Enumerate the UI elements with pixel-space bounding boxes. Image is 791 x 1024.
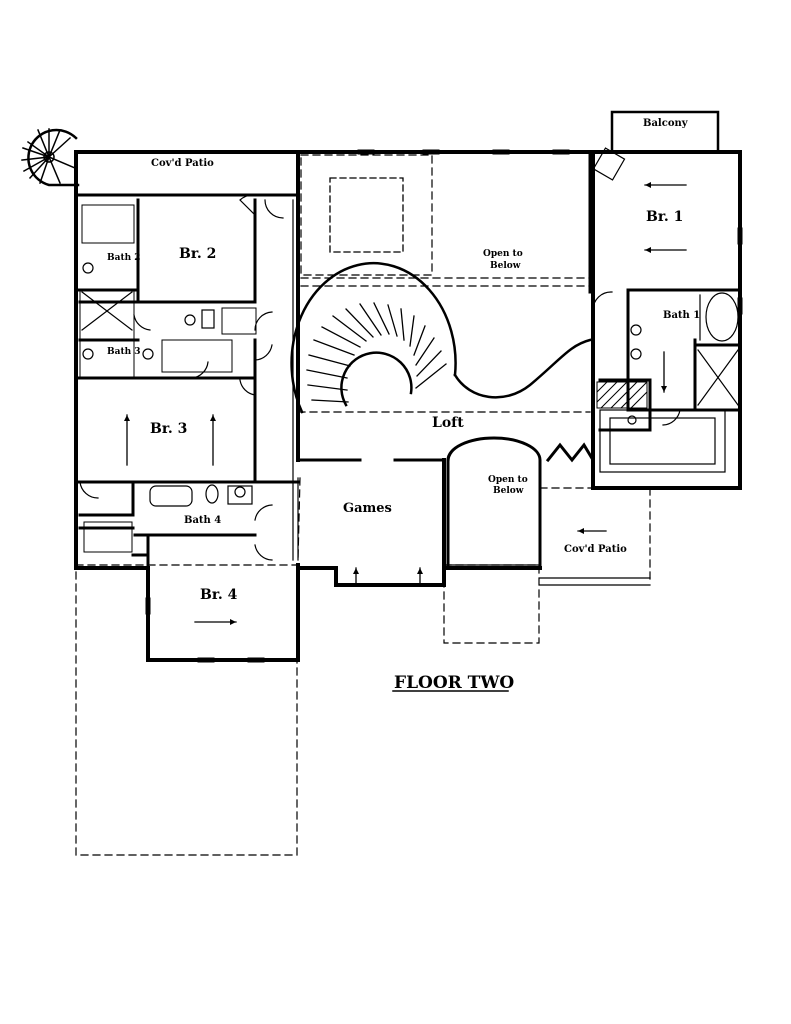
covd-patio-right-label: Cov'd Patio xyxy=(564,544,627,555)
spiral-stair-exterior xyxy=(21,128,80,187)
left-wing-fixtures xyxy=(81,262,253,507)
exterior-walls xyxy=(74,110,742,662)
open-below-2-line2: Below xyxy=(493,486,524,496)
open-to-below-top xyxy=(329,177,404,253)
open-below-1-line1: Open to xyxy=(483,249,523,259)
hatched-closet xyxy=(596,381,648,409)
bath2-label: Bath 2 xyxy=(107,253,141,263)
floor-title: FLOOR TWO xyxy=(394,673,514,693)
room-labels: Balcony Cov'd Patio Br. 1 Br. 2 Br. 3 Br… xyxy=(107,118,700,693)
bath4-label: Bath 4 xyxy=(184,515,221,526)
bath3-label: Bath 3 xyxy=(107,347,141,357)
br2-label: Br. 2 xyxy=(179,246,216,262)
covd-patio-top-label: Cov'd Patio xyxy=(151,158,214,169)
interior-walls-left-wing xyxy=(74,193,300,570)
center-walls xyxy=(296,150,596,570)
curved-stair xyxy=(290,262,592,414)
railings xyxy=(292,199,651,586)
arrow-heads xyxy=(124,182,667,625)
balcony-label: Balcony xyxy=(643,118,689,129)
dashed-outlines xyxy=(75,154,656,856)
br3-label: Br. 3 xyxy=(150,421,187,437)
wall-fills-left xyxy=(79,204,257,553)
bath1-label: Bath 1 xyxy=(663,310,700,321)
window-marks xyxy=(145,149,743,663)
br4-label: Br. 4 xyxy=(200,587,238,603)
br1-label: Br. 1 xyxy=(646,209,683,225)
door-swings xyxy=(79,194,681,561)
stair-treads xyxy=(306,302,447,403)
games-label: Games xyxy=(343,501,392,516)
master-fixtures xyxy=(592,147,739,473)
open-below-1-line2: Below xyxy=(490,261,521,271)
open-below-2-line1: Open to xyxy=(488,475,528,485)
loft-label: Loft xyxy=(432,415,464,431)
